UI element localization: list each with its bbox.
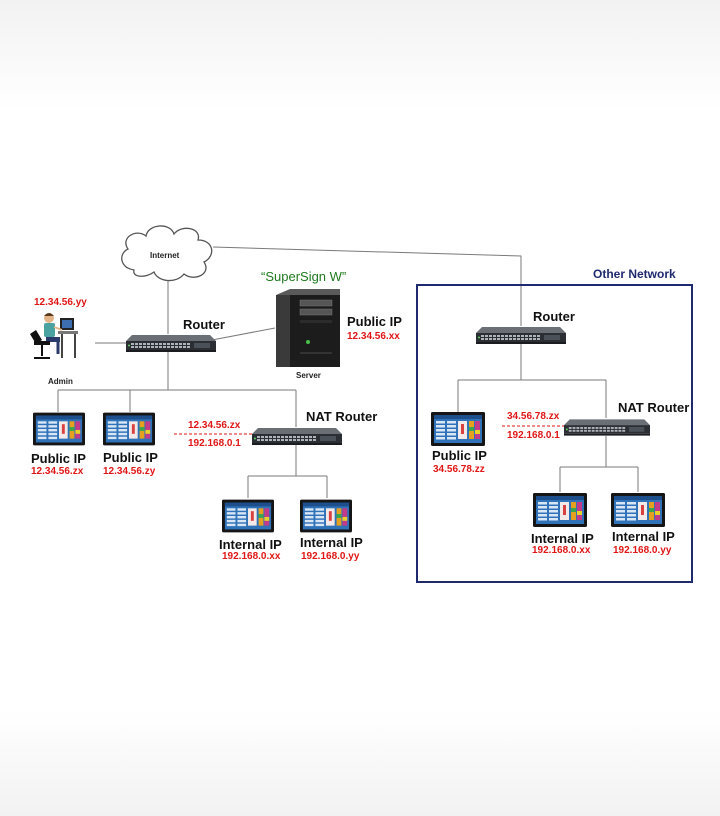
display-1-ip: 12.34.56.zx [31,466,84,477]
other-network-frame [416,284,693,583]
other-nat-wan-ip: 34.56.78.zx [507,411,560,422]
other-display-label: Public IP [432,448,487,463]
admin-ip: 12.34.56.yy [34,297,87,308]
other-display-ip: 34.56.78.zz [433,464,485,475]
admin-person-icon [30,313,78,359]
server-app-name: “SuperSign W” [261,269,347,284]
other-router-label: Router [533,309,575,324]
internal-display-2-label: Internal IP [300,535,363,550]
other-nat-router-label: NAT Router [618,400,690,415]
internal-display-1-ip: 192.168.0.xx [222,551,281,562]
server-ip-label: Public IP [347,314,402,329]
nat-router-label: NAT Router [306,409,378,424]
other-router-icon [476,327,566,344]
display-icon [611,493,665,527]
server-caption: Server [296,371,321,380]
display-icon [300,499,352,533]
display-1-label: Public IP [31,451,86,466]
nat-lan-ip: 192.168.0.1 [188,438,241,449]
internal-display-1-label: Internal IP [219,537,282,552]
nat-router-icon [252,428,342,445]
display-2-ip: 12.34.56.zy [103,466,156,477]
internal-display-2-ip: 192.168.0.yy [301,551,360,562]
display-icon [431,412,485,446]
other-internal-display-2-ip: 192.168.0.yy [613,545,672,556]
server-ip: 12.34.56.xx [347,331,400,342]
display-icon [103,412,155,446]
connections [57,246,639,498]
internet-label: Internet [150,251,180,260]
nat-wan-ip: 12.34.56.zx [188,420,241,431]
display-2-label: Public IP [103,450,158,465]
display-icon [222,499,274,533]
other-network-title: Other Network [593,267,676,281]
other-nat-lan-ip: 192.168.0.1 [507,430,560,441]
other-internal-display-2-label: Internal IP [612,529,675,544]
main-router-icon [126,335,216,352]
other-internal-display-1-label: Internal IP [531,531,594,546]
other-nat-router-icon [564,419,650,436]
display-icon [33,412,85,446]
server-icon [276,289,340,367]
display-icon [533,493,587,527]
other-internal-display-1-ip: 192.168.0.xx [532,545,591,556]
internet-cloud-icon [121,225,213,282]
admin-caption: Admin [48,377,73,386]
main-router-label: Router [183,317,225,332]
